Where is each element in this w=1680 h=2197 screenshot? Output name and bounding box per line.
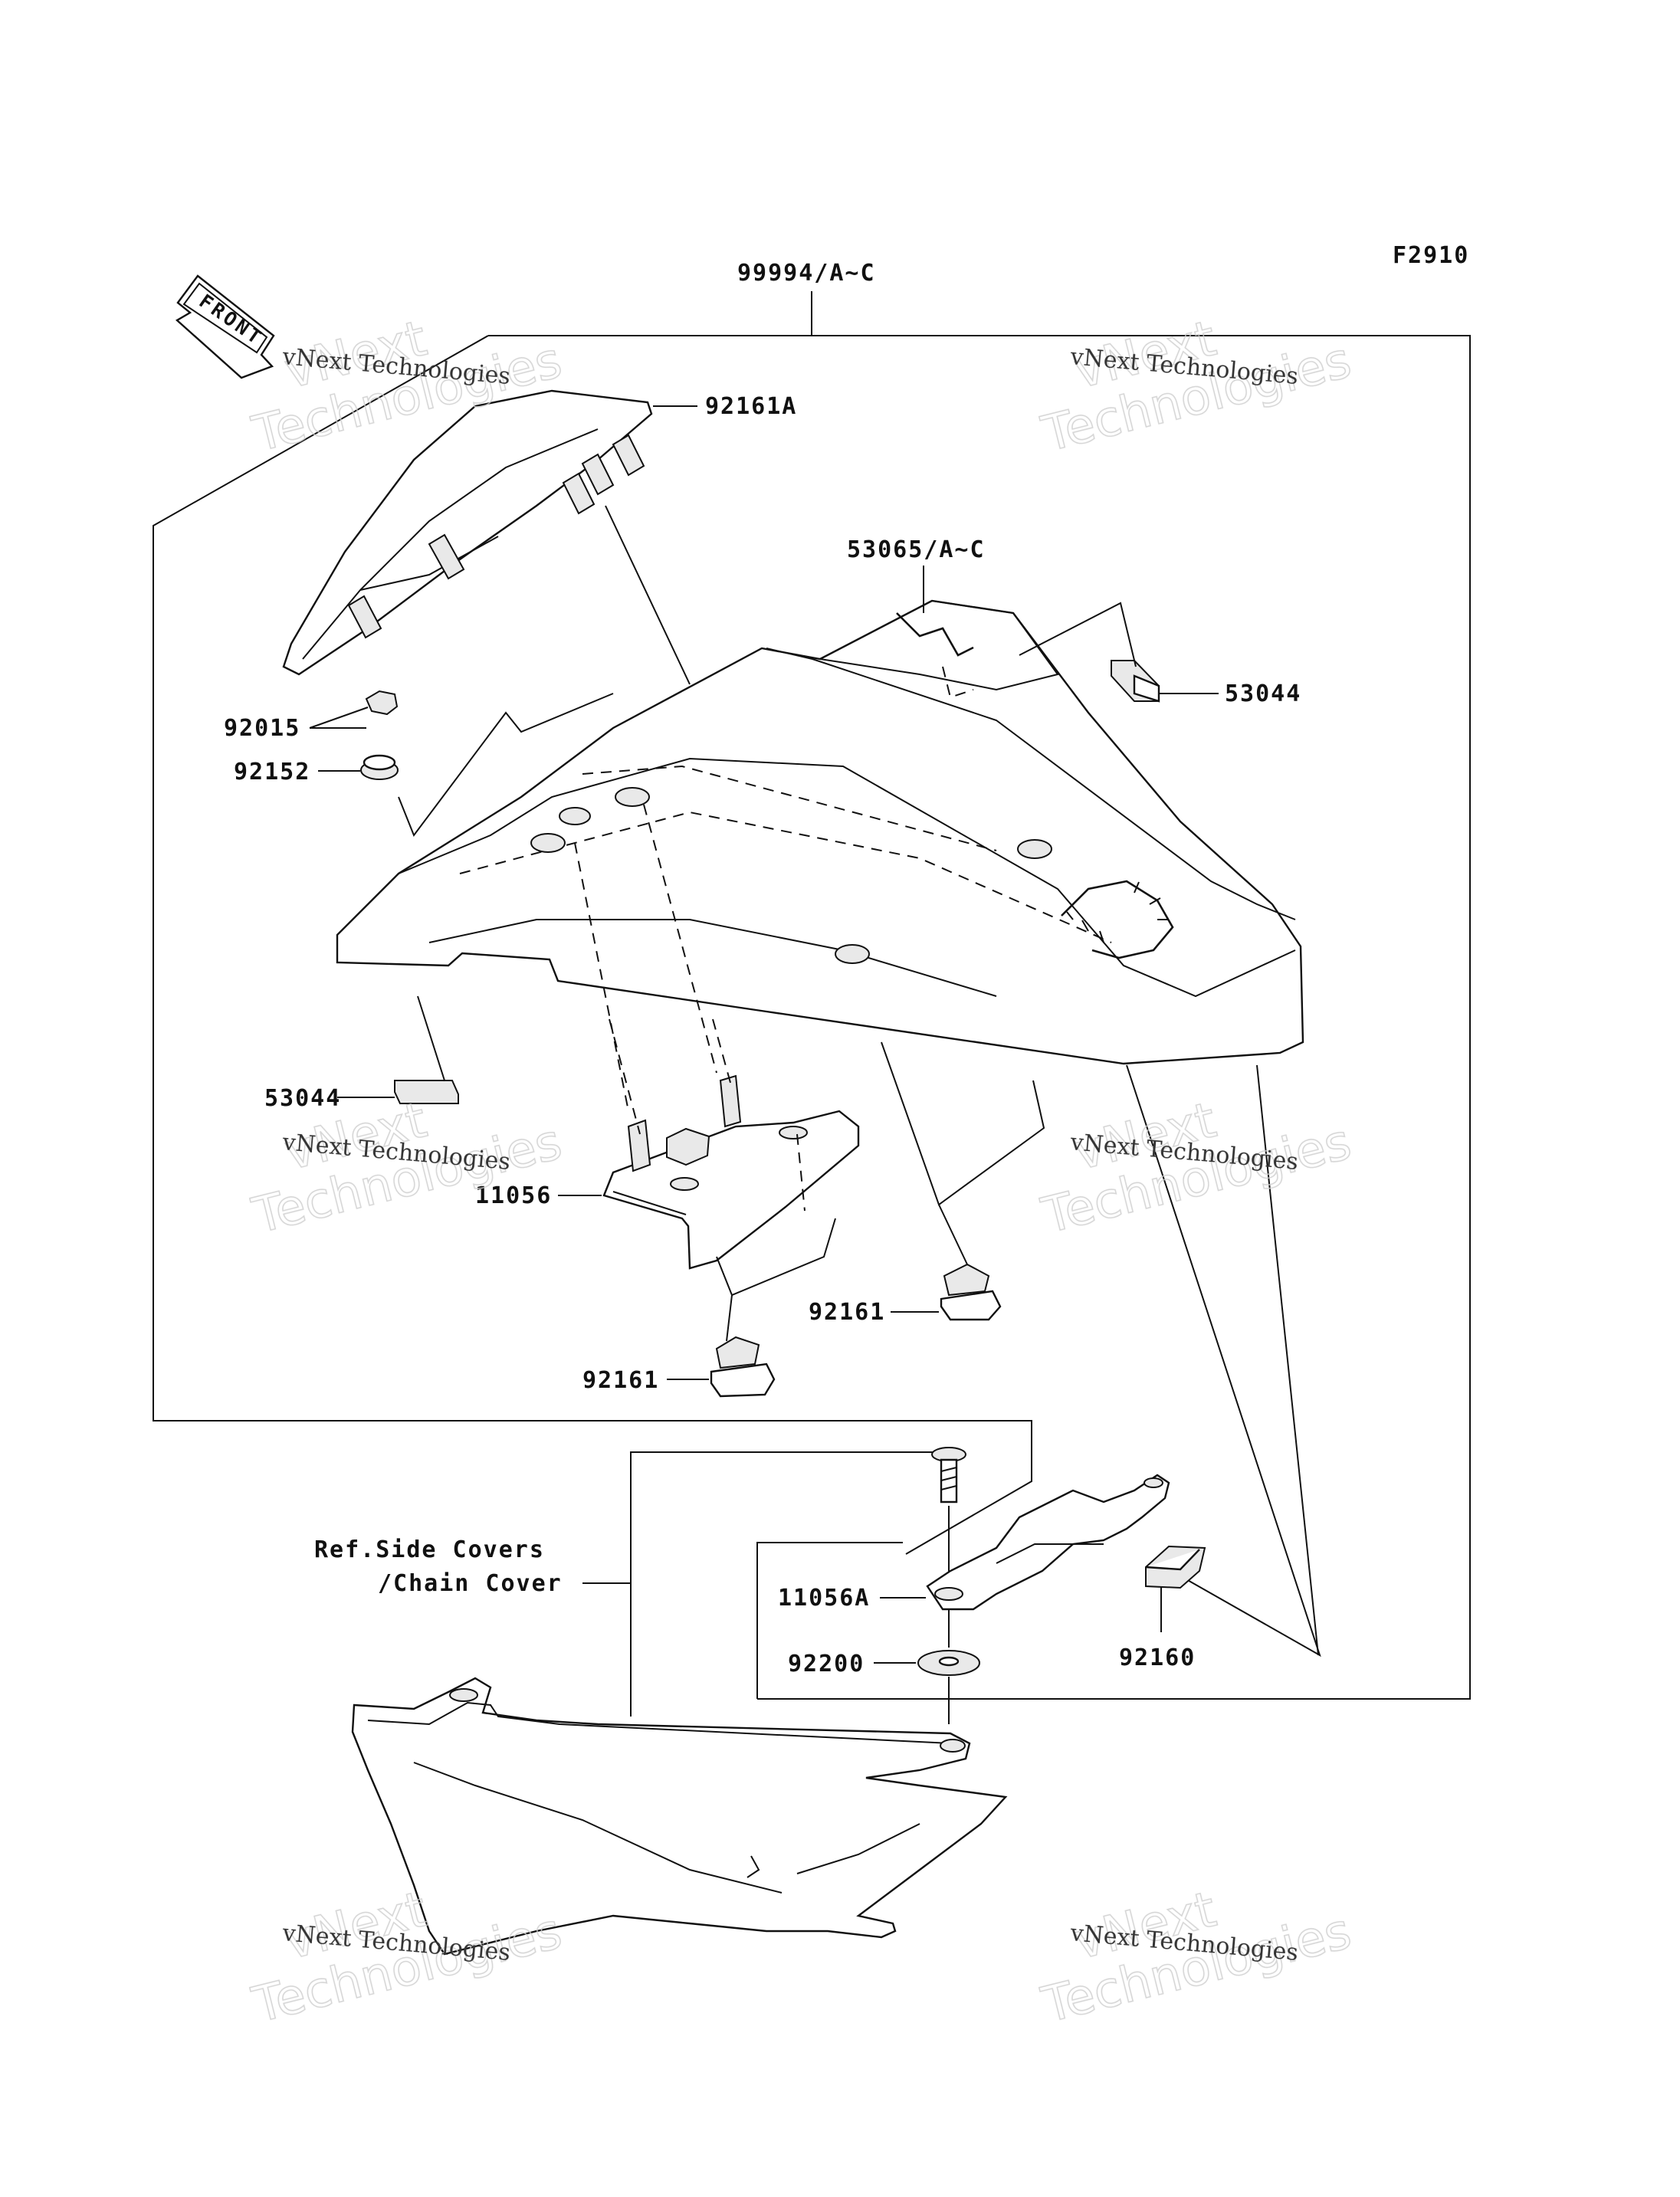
bracket-a-part [926,1474,1170,1611]
reference-line1: Ref.Side Covers [314,1536,545,1563]
clip-left-part [394,1080,459,1104]
damper-top-label: 92161A [705,393,797,420]
seat-cover-label: 53065/A~C [847,536,986,563]
damper-mid-label: 92161 [809,1299,885,1326]
collar-label: 92152 [234,759,310,785]
collar-part [360,754,399,780]
side-cover-part [351,1677,1008,1956]
damper-low-label: 92161 [582,1367,659,1394]
reference-line2: /Chain Cover [378,1570,563,1597]
bracket-part [602,1074,860,1270]
figure-code: F2910 [1393,242,1469,269]
pad-part [1145,1545,1206,1589]
seat-cover-part [336,599,1304,1065]
nut-label: 92015 [224,715,300,742]
clip-left-label: 53044 [264,1085,341,1112]
bracket-label: 11056 [475,1182,552,1209]
washer-label: 92200 [788,1651,865,1677]
damper-mid-part [940,1263,1002,1321]
washer-part [917,1650,980,1676]
kit-label: 99994/A~C [737,260,876,287]
nut-part [365,690,399,716]
damper-strip-part [282,389,653,676]
kit-boundary [153,291,1471,1700]
bolt-part [931,1447,966,1503]
clip-right-label: 53044 [1225,680,1301,707]
front-arrow-icon: FRONT [175,274,275,379]
pad-label: 92160 [1119,1644,1196,1671]
damper-low-part [710,1336,776,1398]
bracket-a-label: 11056A [778,1585,870,1612]
